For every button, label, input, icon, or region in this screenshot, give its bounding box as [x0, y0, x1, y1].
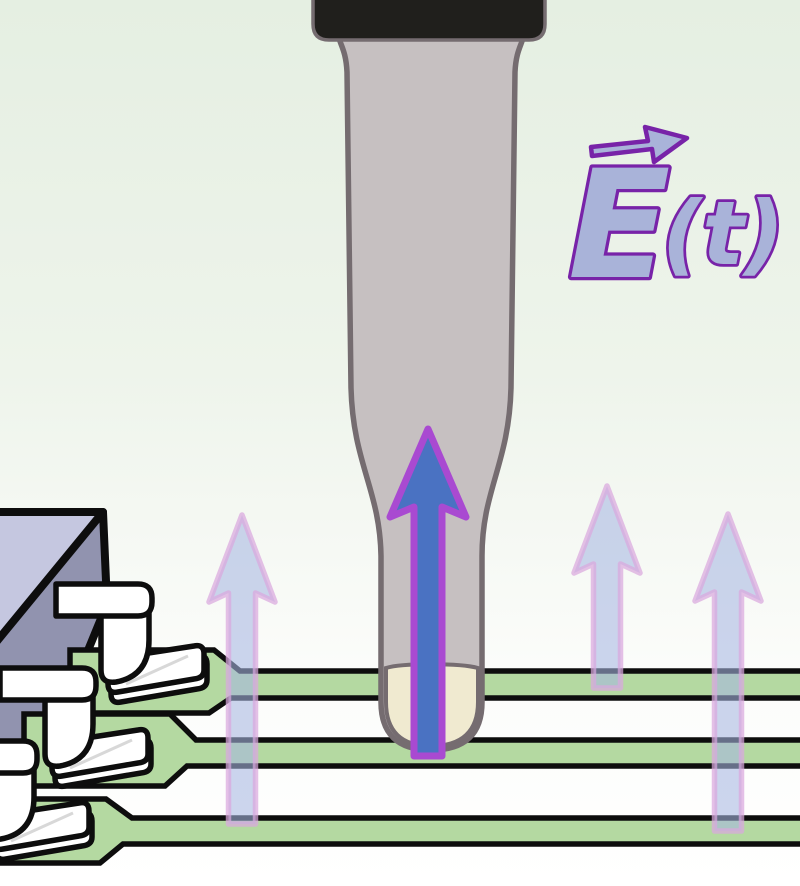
chip-top-face	[0, 508, 107, 644]
pcb-trace-bottom	[0, 796, 800, 866]
field-arrow-left-icon	[206, 512, 278, 827]
center-field-arrow-icon	[386, 425, 470, 760]
field-arrow-right-icon	[692, 511, 764, 834]
field-arrow-middle-icon	[571, 483, 643, 691]
probe-cap	[311, 0, 547, 42]
e-symbol: E	[568, 139, 670, 313]
field-arrows	[206, 483, 764, 834]
e-field-label: E (t)	[565, 124, 787, 316]
time-annotation: (t)	[662, 182, 785, 285]
vector-right-arrow-icon	[588, 124, 690, 165]
